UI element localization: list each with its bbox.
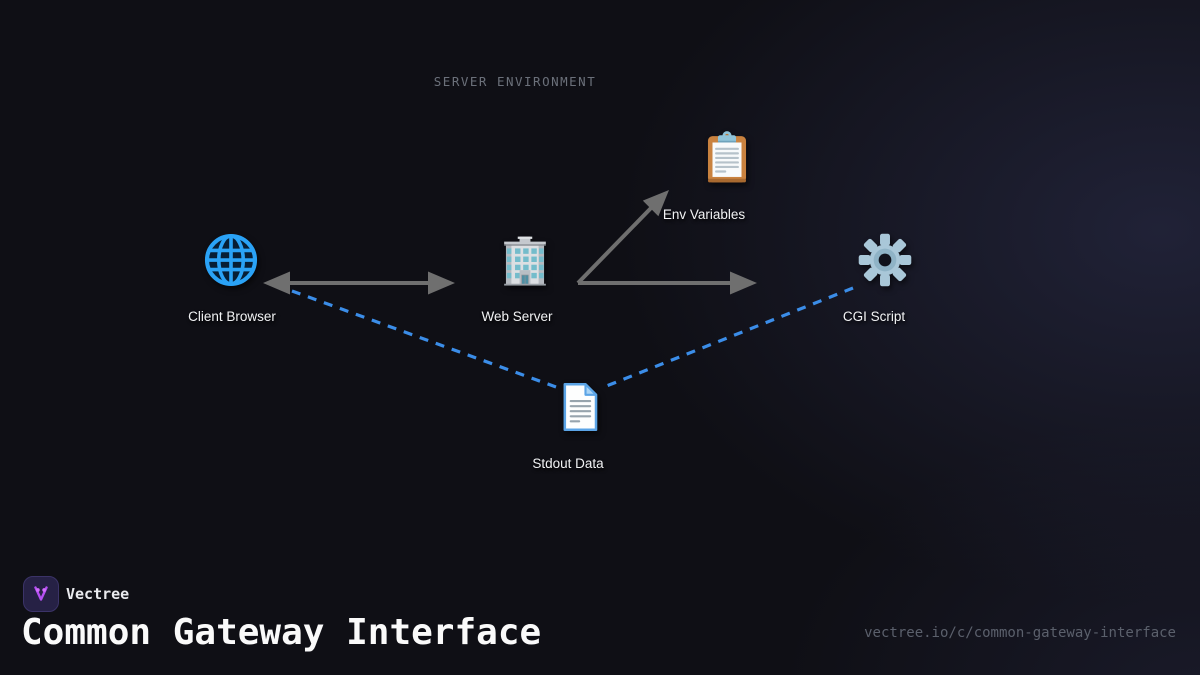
node-label-web-server: Web Server — [481, 309, 553, 324]
globe-icon — [204, 233, 258, 287]
edge-web-server-env-variables — [576, 190, 669, 285]
brand-name: Vectree — [66, 585, 130, 603]
node-label-client-browser: Client Browser — [188, 309, 276, 324]
node-env-variables — [698, 128, 756, 186]
edge-stdout-data-client-browser — [291, 289, 557, 389]
node-web-server — [496, 233, 554, 291]
edge-web-server-cgi-script — [578, 271, 757, 295]
page-title: Common Gateway Interface — [21, 612, 542, 653]
clipboard-icon — [707, 131, 747, 183]
edge-cgi-script-stdout-data — [603, 286, 854, 389]
gear-icon — [858, 233, 912, 287]
node-stdout-data — [553, 380, 607, 434]
node-cgi-script — [856, 231, 914, 289]
vectree-logo — [23, 576, 59, 612]
page-url: vectree.io/c/common-gateway-interface — [864, 625, 1176, 641]
node-label-env-variables: Env Variables — [662, 207, 746, 222]
node-label-stdout-data: Stdout Data — [532, 456, 604, 471]
vectree-logo-icon — [34, 586, 48, 601]
node-label-cgi-script: CGI Script — [842, 309, 906, 324]
document-icon — [563, 382, 598, 432]
edge-client-browser-web-server — [263, 271, 455, 295]
office-building-icon — [504, 236, 546, 286]
node-client-browser — [202, 231, 260, 289]
server-environment-label: SERVER ENVIRONMENT — [433, 74, 597, 89]
